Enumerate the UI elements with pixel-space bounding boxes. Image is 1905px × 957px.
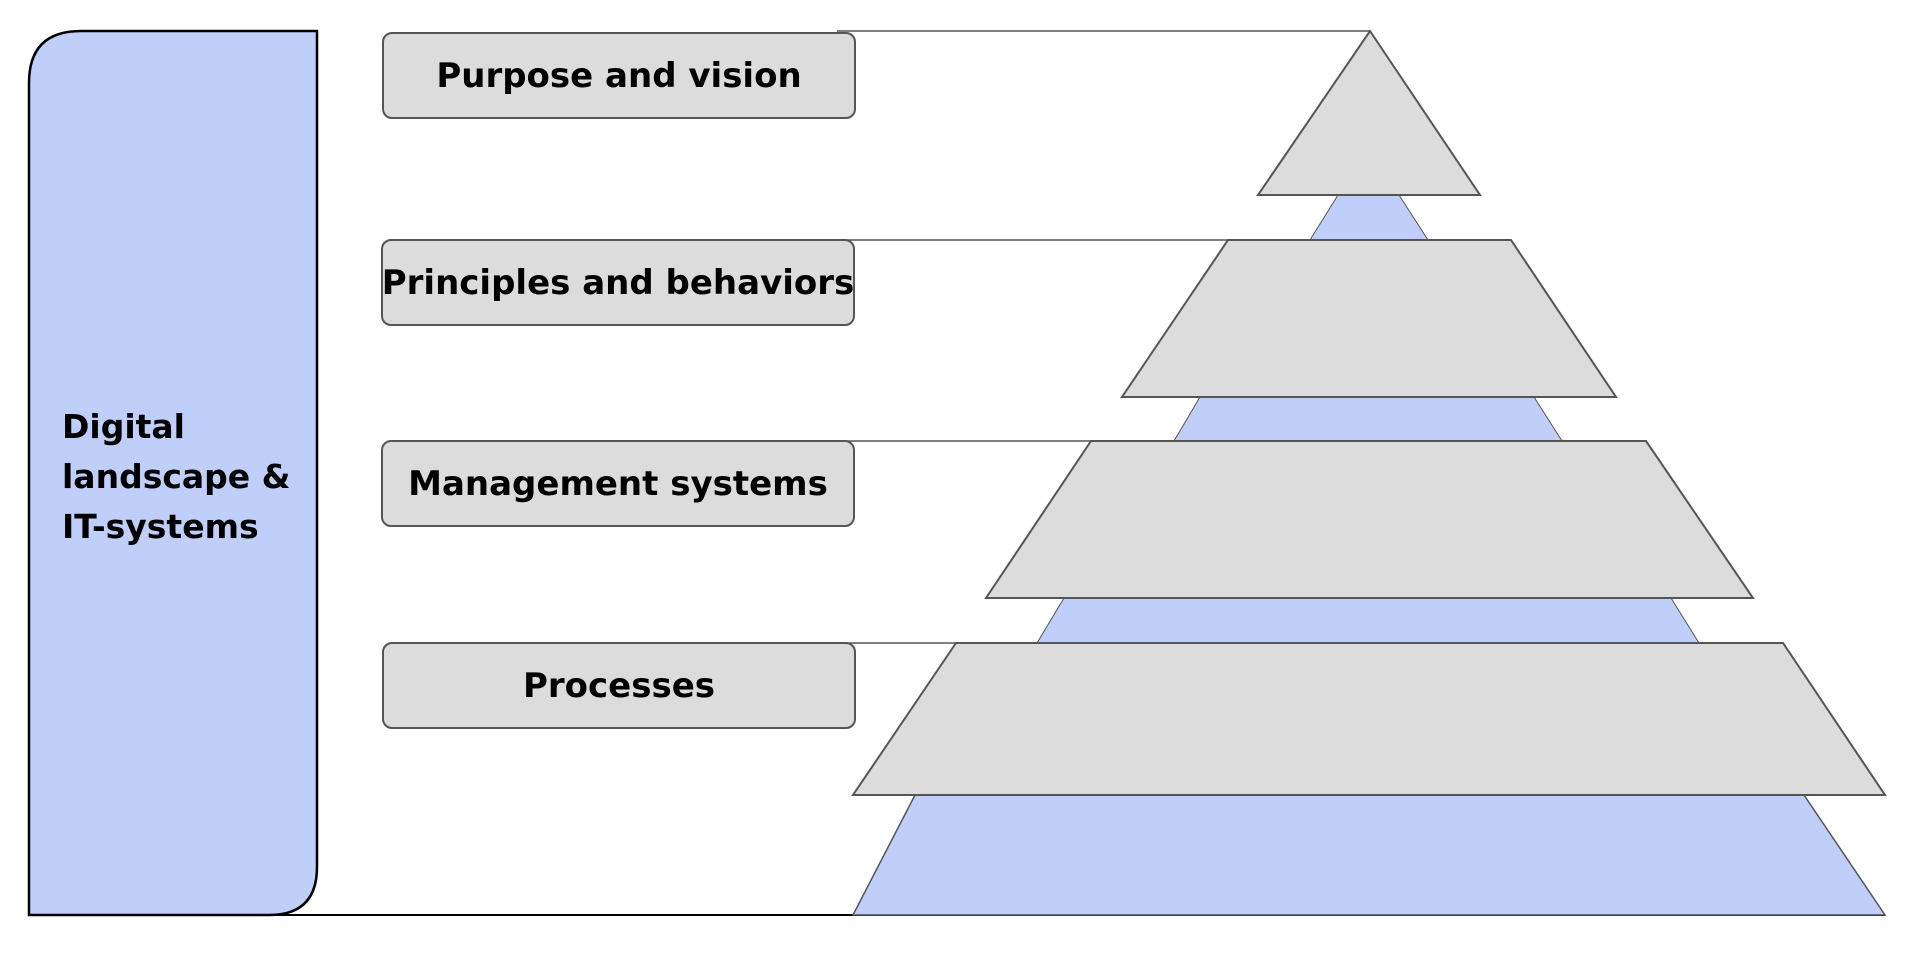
sidebar-label-line: landscape & <box>62 457 291 496</box>
layer-label-processes: Processes <box>522 665 716 706</box>
pyramid-gap-band <box>1309 194 1429 241</box>
sidebar-label-line: Digital <box>62 407 185 446</box>
pyramid-tier-principles <box>1120 239 1618 398</box>
pyramid-base-band <box>851 794 1887 916</box>
pyramid-gap-band <box>1173 396 1563 442</box>
pyramid-tier-purpose <box>1256 29 1482 196</box>
label-box-management <box>381 440 855 527</box>
sidebar-label-line: IT-systems <box>62 507 259 546</box>
layer-label-management: Management systems <box>408 463 828 504</box>
label-box-processes <box>382 642 856 729</box>
left-panel <box>27 29 319 917</box>
pyramid-tier-processes <box>851 642 1887 796</box>
layer-label-purpose: Purpose and vision <box>436 55 802 96</box>
label-box-principles <box>381 239 855 326</box>
layer-label-principles: Principles and behaviors <box>381 262 855 303</box>
pyramid-gap-band <box>1036 597 1700 644</box>
label-box-purpose <box>382 32 856 119</box>
sidebar-label: Digital landscape & IT-systems <box>62 402 302 552</box>
pyramid-tier-management <box>984 440 1755 599</box>
